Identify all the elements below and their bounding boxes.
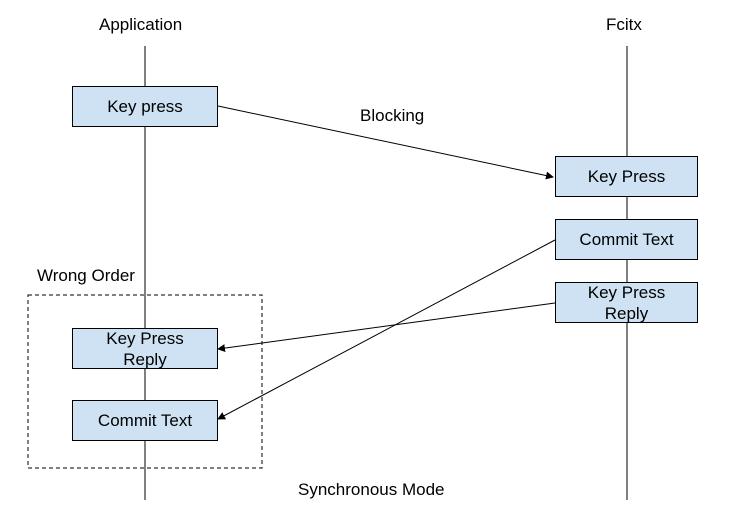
fcitx-commit-text-label: Commit Text [579,230,674,249]
fcitx-key-press-box: Key Press [555,156,698,197]
arrow-commit-text [217,239,556,420]
blocking-label: Blocking [360,106,425,125]
app-commit-text-label: Commit Text [97,411,193,430]
fcitx-key-press-label: Key Press [587,167,666,186]
wrong-order-label: Wrong Order [37,266,135,285]
app-key-press-box: Key press [72,86,218,127]
arrow-key-press-reply [217,302,556,353]
app-key-press-reply-box: Key Press Reply [72,328,218,369]
app-commit-text-box: Commit Text [72,400,218,441]
fcitx-key-press-reply-box: Key Press Reply [555,282,698,323]
synchronous-mode-caption: Synchronous Mode [298,480,445,499]
fcitx-key-press-reply-label: Key Press Reply [587,282,666,323]
arrow-key-press-blocking [217,105,554,180]
app-key-press-label: Key press [107,97,183,116]
application-label: Application [99,15,183,34]
fcitx-label: Fcitx [606,15,642,34]
app-key-press-reply-label: Key Press Reply [106,328,184,369]
fcitx-commit-text-box: Commit Text [555,219,698,260]
